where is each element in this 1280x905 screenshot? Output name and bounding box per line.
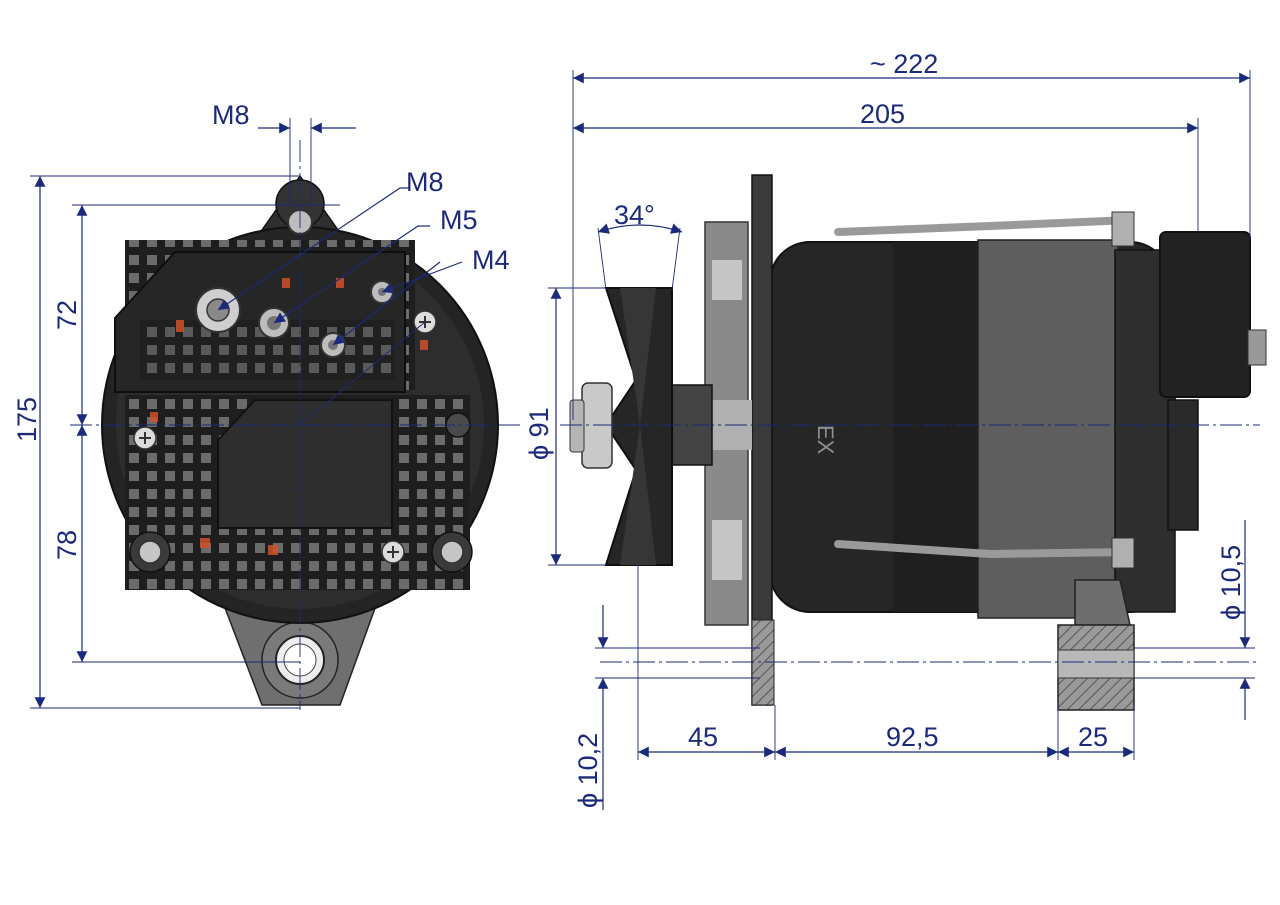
- regulator-box: [1159, 231, 1251, 398]
- pulley-nut: [581, 382, 613, 469]
- dim-rear-foot-width: 25: [1078, 722, 1108, 752]
- dim-mount-span: 92,5: [886, 722, 939, 752]
- dim-pulley-offset: 45: [688, 722, 718, 752]
- end-view: [70, 140, 520, 710]
- stator-ring: [977, 239, 1119, 619]
- tie-rod-bottom: [834, 540, 1134, 559]
- dim-pulley-angle: 34°: [614, 200, 655, 230]
- dim-body-length: 205: [860, 99, 905, 129]
- dim-total-height: 175: [12, 397, 42, 442]
- label-m8-top: M8: [212, 100, 250, 130]
- side-dimensions: [548, 70, 1255, 810]
- dim-lower-height: 78: [52, 530, 82, 560]
- dim-upper-height: 72: [52, 300, 82, 330]
- dim-pulley-diameter: ϕ 91: [524, 407, 554, 460]
- v-belt-pulley: [604, 287, 673, 566]
- terminal-leaders: [217, 187, 463, 346]
- dim-rear-hole-diameter: ϕ 10,5: [1216, 545, 1246, 620]
- dim-overall-length: ~ 222: [870, 49, 938, 79]
- rectifier-plate: [217, 399, 393, 529]
- label-m8-terminal: M8: [406, 167, 444, 197]
- side-view: EX: [560, 174, 1267, 711]
- label-m4-terminal: M4: [472, 245, 510, 275]
- bolt-right: [440, 540, 464, 564]
- dim-front-hole-diameter: ϕ 10,2: [573, 733, 603, 808]
- bolt-left: [138, 540, 162, 564]
- label-m5-terminal: M5: [440, 205, 478, 235]
- tie-rod-top: [834, 216, 1134, 236]
- housing-marking: EX: [813, 425, 838, 455]
